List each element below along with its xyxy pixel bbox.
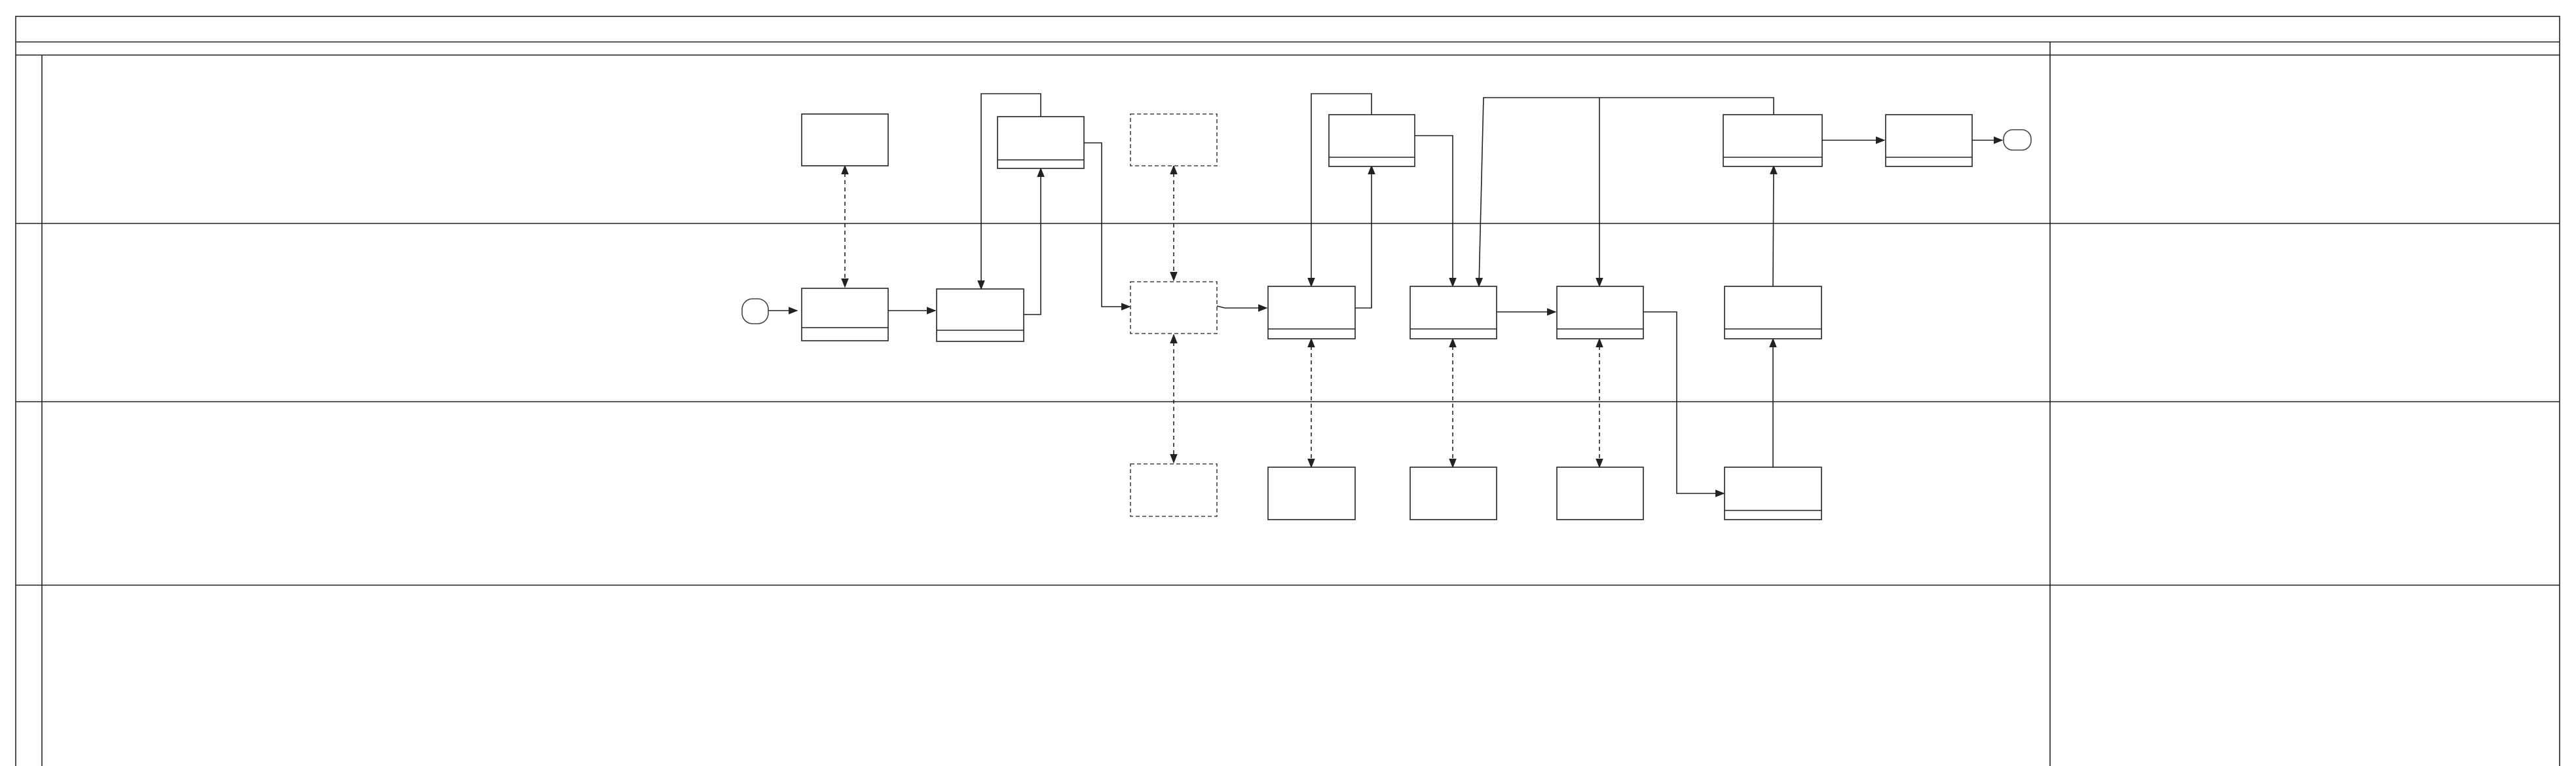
node-box bbox=[1556, 467, 1644, 520]
edge-n-l1-2-loop-to-n-l2-2 bbox=[977, 93, 1041, 290]
flow-node-n-l2-1 bbox=[801, 288, 889, 341]
node-box bbox=[1724, 286, 1822, 339]
node-box bbox=[1267, 286, 1356, 339]
node-box bbox=[801, 288, 889, 341]
flow-node-n-l1-6 bbox=[1885, 114, 1973, 167]
flow-node-end bbox=[2003, 129, 2032, 151]
flow-node-n-l1-1 bbox=[801, 113, 889, 166]
edge-n-l1-2-to-n-l2-3 bbox=[1084, 142, 1131, 311]
flow-node-n-l1-2 bbox=[997, 116, 1085, 169]
node-box bbox=[1409, 286, 1497, 339]
terminator-shape bbox=[741, 298, 769, 324]
edge-n-l2-3-to-n-l2-4 bbox=[1216, 304, 1268, 312]
edge-n-l2-7-to-n-l1-5 bbox=[1770, 164, 1778, 287]
node-box bbox=[1723, 114, 1823, 167]
flow-node-n-l2-5 bbox=[1409, 286, 1497, 339]
flow-node-n-l2-2 bbox=[936, 288, 1024, 342]
edge-n-l1-5-to-n-l2-5 bbox=[1475, 97, 1774, 288]
flow-node-n-l2-3 bbox=[1130, 281, 1218, 334]
node-box bbox=[1130, 113, 1218, 166]
node-box bbox=[1409, 467, 1497, 520]
flow-node-n-l1-4 bbox=[1328, 114, 1415, 167]
node-box bbox=[997, 116, 1085, 169]
flow-node-n-l1-3 bbox=[1130, 113, 1218, 166]
edge-n-l1-4-to-n-l2-5 bbox=[1415, 135, 1457, 288]
edges bbox=[768, 93, 2004, 497]
nodes bbox=[741, 113, 2032, 520]
flow-node-n-l2-6 bbox=[1556, 286, 1644, 339]
flow-node-n-l3-5 bbox=[1724, 467, 1822, 520]
flow-node-n-l3-4 bbox=[1556, 467, 1644, 520]
flow-node-n-l3-1 bbox=[1130, 463, 1218, 517]
flow-node-n-l2-7 bbox=[1724, 286, 1822, 339]
node-box bbox=[1724, 467, 1822, 520]
edge-n-l2-2-to-n-l1-2 bbox=[1024, 167, 1045, 315]
flow-node-n-l3-2 bbox=[1267, 467, 1356, 520]
flow-node-n-l2-4 bbox=[1267, 286, 1356, 339]
node-box bbox=[1328, 114, 1415, 167]
flow-node-n-l3-3 bbox=[1409, 467, 1497, 520]
flow-node-start bbox=[741, 298, 769, 324]
node-box bbox=[801, 113, 889, 166]
node-box bbox=[936, 288, 1024, 342]
pool-frame bbox=[15, 16, 2560, 766]
node-box bbox=[1130, 463, 1218, 517]
node-box bbox=[1556, 286, 1644, 339]
pool-outer-border bbox=[15, 16, 2560, 766]
node-box bbox=[1267, 467, 1356, 520]
node-box bbox=[1885, 114, 1973, 167]
edge-n-l1-4-loop-to-n-l2-4 bbox=[1307, 93, 1372, 288]
flow-node-n-l1-5 bbox=[1723, 114, 1823, 167]
edge-n-l2-4-to-n-l1-4 bbox=[1355, 164, 1375, 309]
node-box bbox=[1130, 281, 1218, 334]
terminator-shape bbox=[2003, 129, 2032, 151]
edge-n-l2-6-to-n-l3-5 bbox=[1643, 311, 1725, 497]
